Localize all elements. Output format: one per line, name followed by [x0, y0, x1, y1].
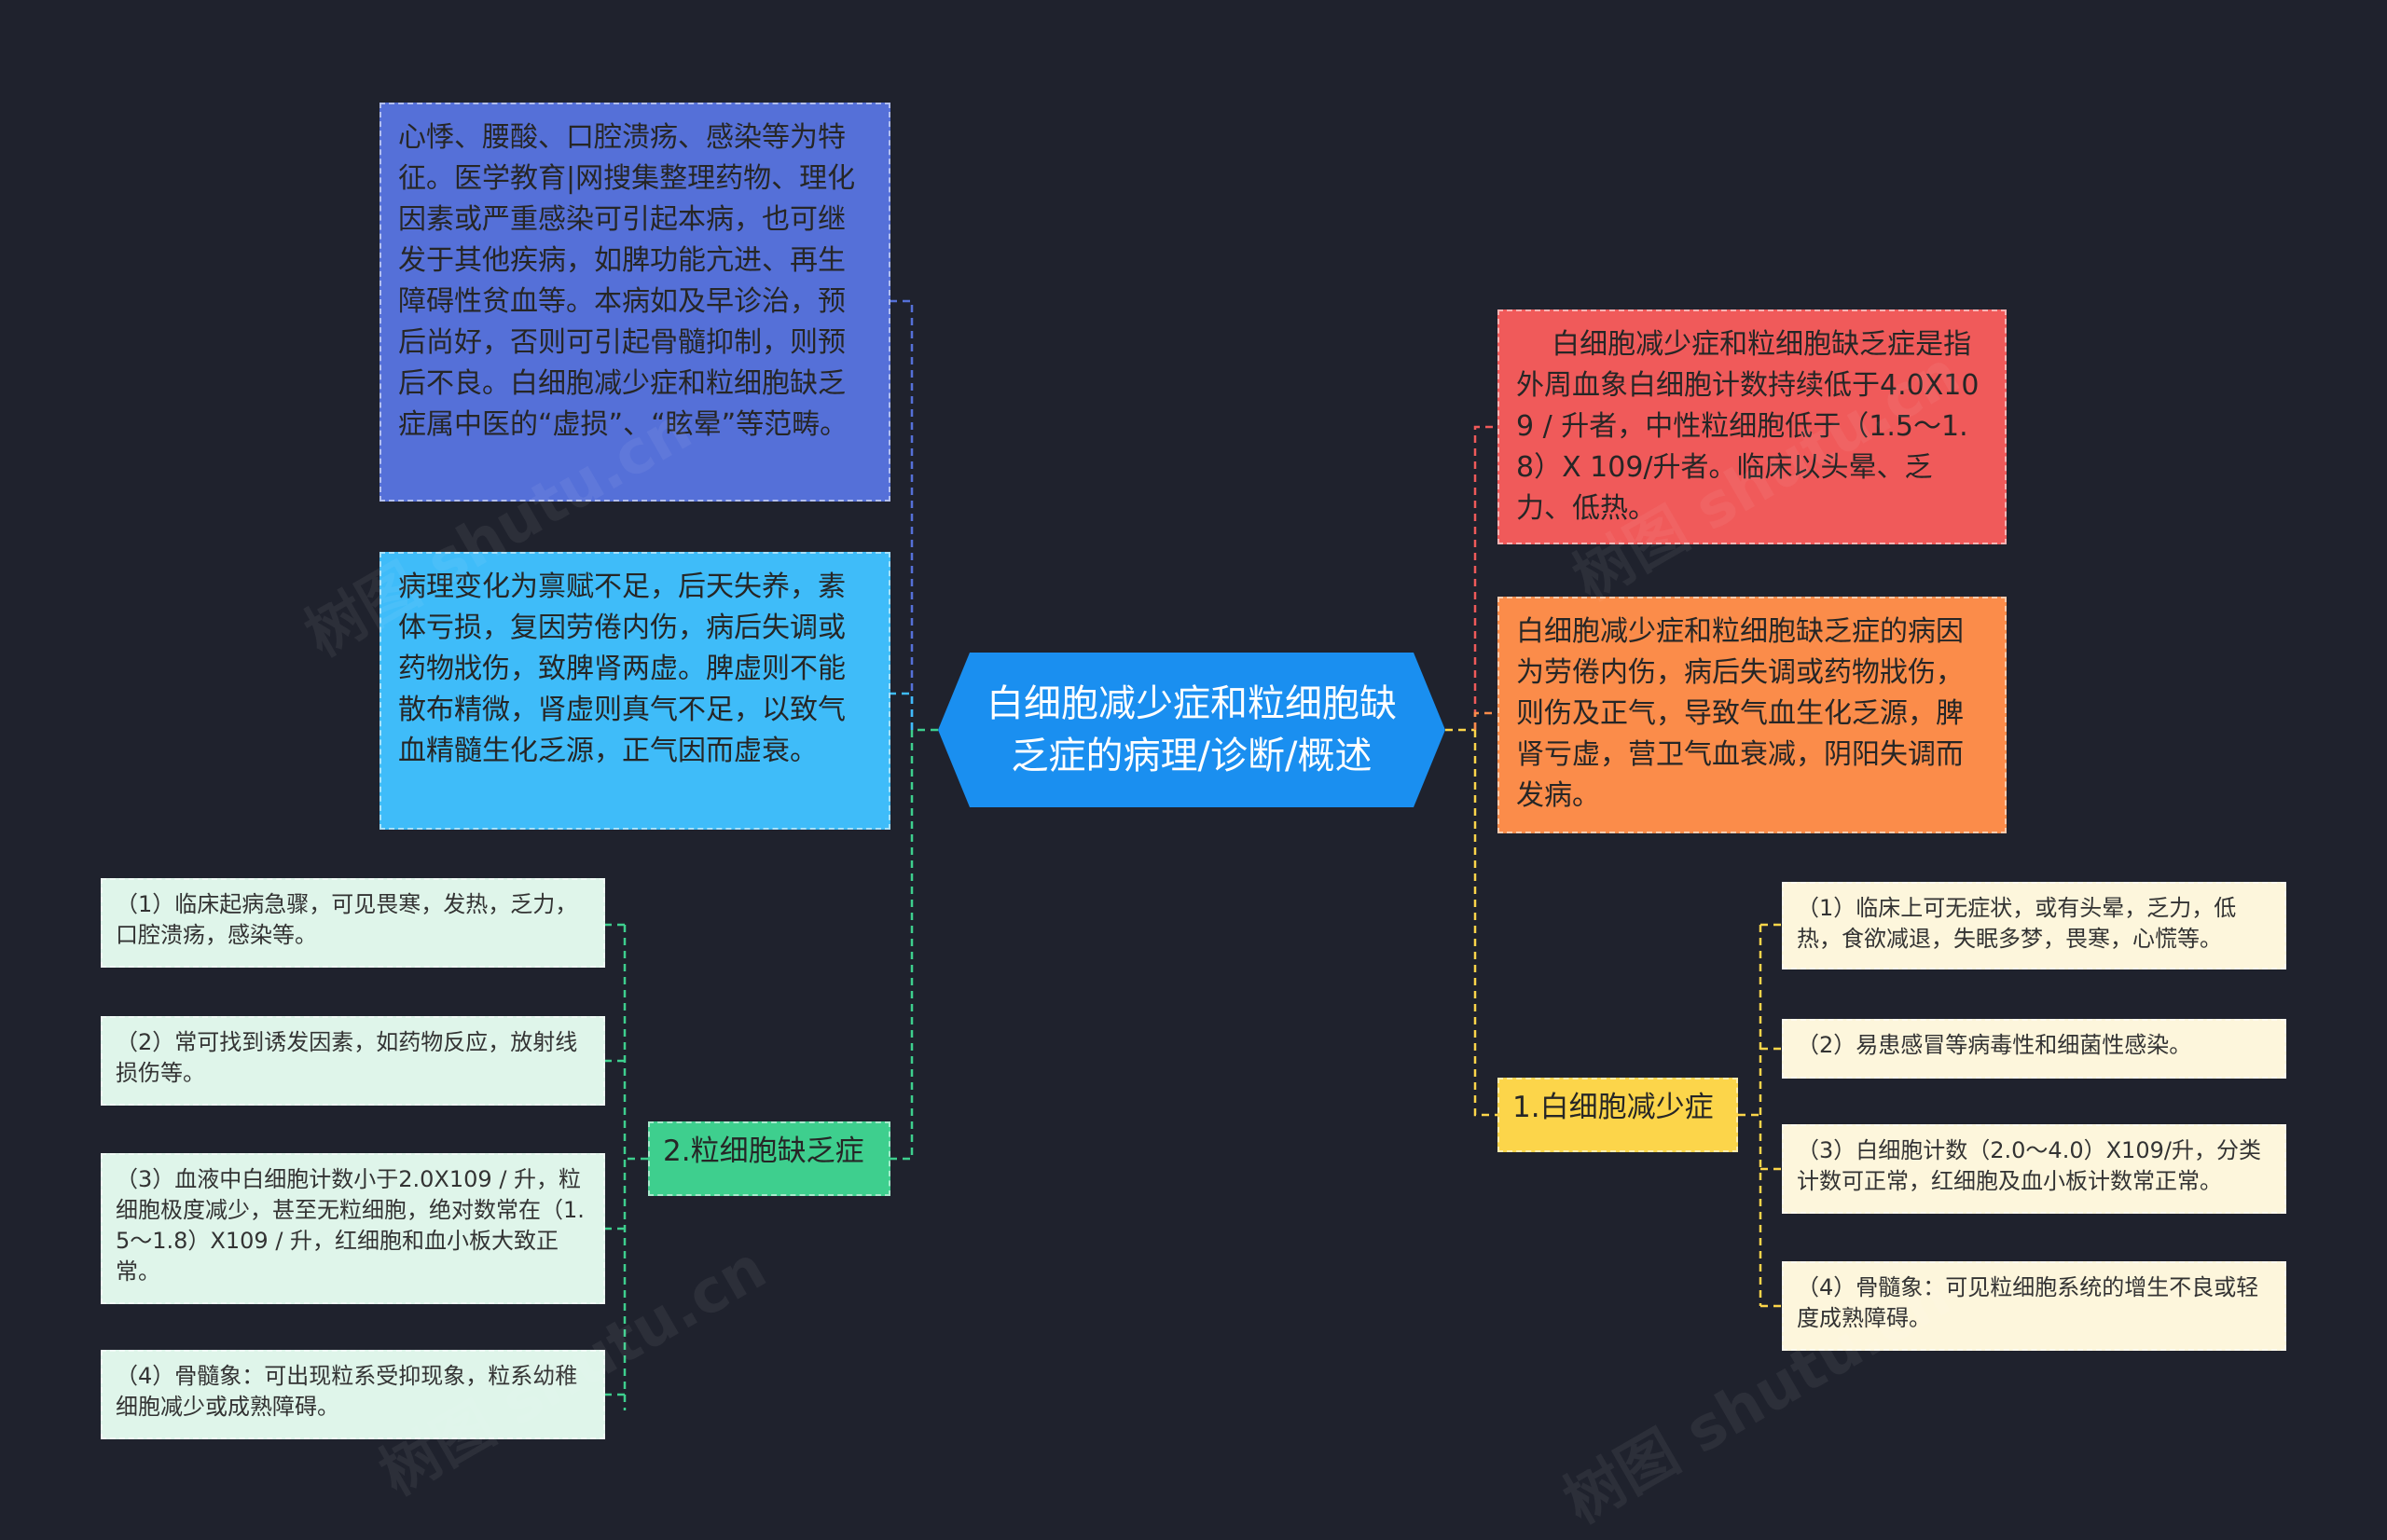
right-child-1[interactable]: （1）临床上可无症状，或有头晕，乏力，低热，食欲减退，失眠多梦，畏寒，心慌等。 — [1782, 882, 2286, 969]
right-child-2[interactable]: （2）易患感冒等病毒性和细菌性感染。 — [1782, 1019, 2286, 1079]
left-child-1[interactable]: （1）临床起病急骤，可见畏寒，发热，乏力，口腔溃疡，感染等。 — [101, 878, 605, 968]
link-left-children — [605, 923, 648, 1410]
right-topic-cause[interactable]: 白细胞减少症和粒细胞缺乏症的病因为劳倦内伤，病后失调或药物戕伤，则伤及正气，导致… — [1497, 597, 2007, 833]
branch-agranulocytosis[interactable]: 2.粒细胞缺乏症 — [648, 1121, 890, 1196]
link-left-branch — [890, 730, 914, 1161]
right-child-4[interactable]: （4）骨髓象：可见粒细胞系统的增生不良或轻度成熟障碍。 — [1782, 1261, 2286, 1351]
left-topic-overview[interactable]: 心悸、腰酸、口腔溃疡、感染等为特征。医学教育|网搜集整理药物、理化因素或严重感染… — [379, 103, 890, 502]
branch-leukopenia[interactable]: 1.白细胞减少症 — [1497, 1078, 1738, 1152]
link-left-n2 — [890, 692, 914, 730]
link-right-n1 — [1473, 425, 1497, 730]
link-right-children — [1738, 923, 1782, 1308]
left-child-4[interactable]: （4）骨髓象：可出现粒系受抑现象，粒系幼稚细胞减少或成熟障碍。 — [101, 1350, 605, 1439]
right-topic-definition[interactable]: 白细胞减少症和粒细胞缺乏症是指外周血象白细胞计数持续低于4.0X109 / 升者… — [1497, 309, 2007, 544]
link-right-branch — [1473, 730, 1497, 1117]
right-child-3[interactable]: （3）白细胞计数（2.0～4.0）X109/升，分类计数可正常，红细胞及血小板计… — [1782, 1124, 2286, 1214]
link-right-n2 — [1473, 711, 1497, 730]
central-topic[interactable]: 白细胞减少症和粒细胞缺乏症的病理/诊断/概述 — [938, 653, 1445, 807]
left-child-2[interactable]: （2）常可找到诱发因素，如药物反应，放射线损伤等。 — [101, 1016, 605, 1106]
left-child-3[interactable]: （3）血液中白细胞计数小于2.0X109 / 升，粒细胞极度减少，甚至无粒细胞，… — [101, 1153, 605, 1304]
link-left-n1 — [890, 299, 914, 730]
left-topic-pathology[interactable]: 病理变化为禀赋不足，后天失养，素体亏损，复因劳倦内伤，病后失调或药物戕伤，致脾肾… — [379, 552, 890, 830]
